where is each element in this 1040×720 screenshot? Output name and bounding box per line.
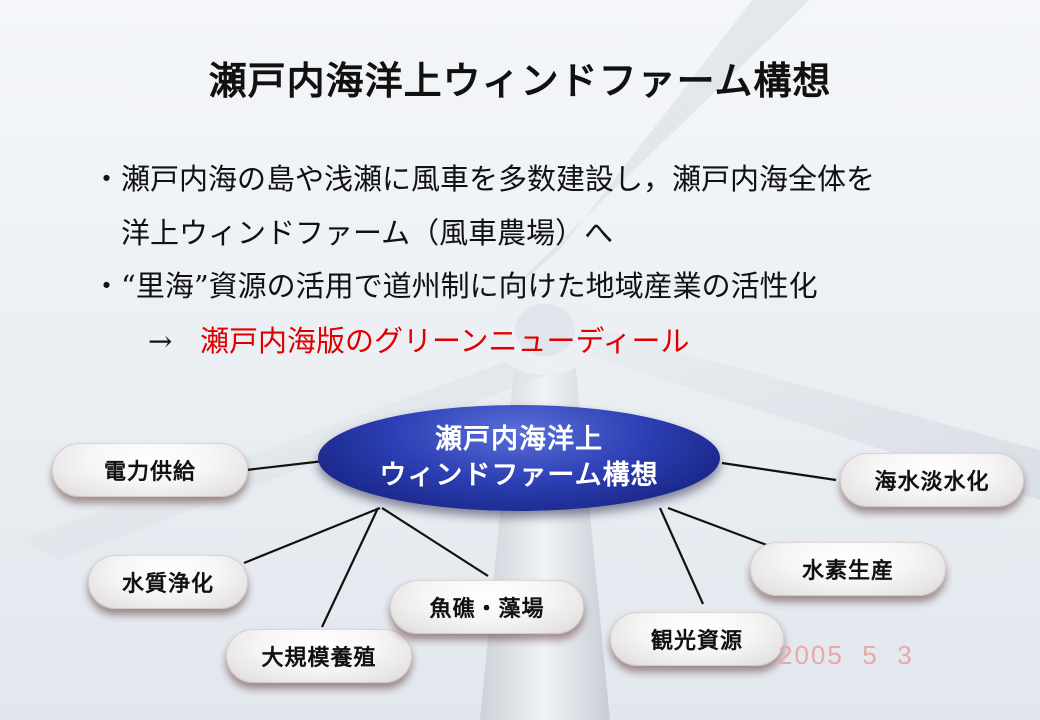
node-tourism: 観光資源 <box>610 612 784 666</box>
slide-title: 瀬戸内海洋上ウィンドファーム構想 <box>208 59 832 103</box>
connector-reef <box>381 507 489 577</box>
bullet-2: ・“里海”資源の活用で道州制に向けた地域産業の活性化 <box>92 269 818 303</box>
bullet-1-line-2: 洋上ウィンドファーム（風車農場）へ <box>121 216 614 250</box>
center-node-line-1: 瀬戸内海洋上 <box>435 424 603 455</box>
center-node: 瀬戸内海洋上 ウィンドファーム構想 <box>318 405 720 511</box>
arrow-icon: → <box>148 324 173 358</box>
node-hydrogen: 水素生産 <box>750 542 946 596</box>
connector-desal <box>721 461 837 482</box>
center-node-line-2: ウィンドファーム構想 <box>379 460 659 491</box>
connector-water <box>243 506 381 565</box>
connector-tourism <box>658 507 705 605</box>
connector-power <box>245 459 325 472</box>
node-aquaculture: 大規模養殖 <box>226 629 412 683</box>
node-desal: 海水淡水化 <box>840 453 1024 507</box>
node-reef: 魚礁・藻場 <box>390 580 584 634</box>
highlight-text: 瀬戸内海版のグリーンニューディール <box>199 324 690 358</box>
node-water: 水質浄化 <box>88 555 248 609</box>
bullet-1-line-1: ・瀬戸内海の島や浅瀬に風車を多数建設し，瀬戸内海全体を <box>92 162 876 196</box>
connector-aquaculture <box>321 507 379 628</box>
node-power: 電力供給 <box>52 443 248 497</box>
date-stamp: 2005 5 3 <box>778 640 914 670</box>
connector-hydrogen <box>667 506 773 549</box>
arrow-line: → 瀬戸内海版のグリーンニューディール <box>148 318 690 360</box>
